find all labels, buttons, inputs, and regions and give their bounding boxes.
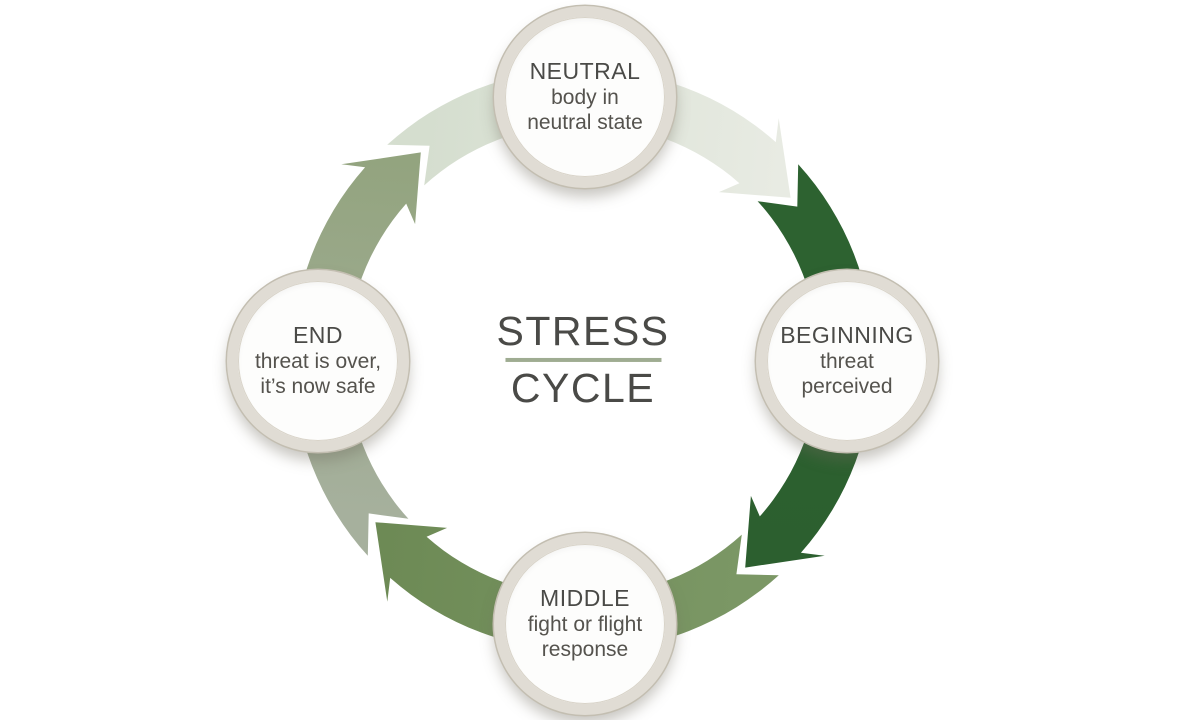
node-neutral: NEUTRAL body in neutral state: [494, 6, 676, 188]
node-subtitle-line: threat: [820, 350, 874, 374]
node-heading-end: END: [292, 322, 344, 349]
node-subtitle-beginning: threat perceived: [801, 350, 892, 400]
node-subtitle-line: response: [541, 638, 629, 662]
node-subtitle-neutral: body in neutral state: [527, 86, 643, 136]
node-heading-neutral: NEUTRAL: [529, 58, 641, 85]
node-subtitle-line: perceived: [801, 375, 893, 399]
node-end: END threat is over, it’s now safe: [227, 270, 409, 452]
diagram-title: STRESS CYCLE: [496, 307, 670, 411]
node-subtitle-line: it’s now safe: [260, 375, 376, 399]
node-subtitle-middle: fight or flight response: [528, 613, 642, 663]
node-heading-beginning: BEGINNING: [780, 322, 914, 349]
node-subtitle-line: neutral state: [527, 111, 643, 135]
arrow-segment-neutral-to-beginning: [387, 69, 791, 198]
node-beginning: BEGINNING threat perceived: [756, 270, 938, 452]
arrow-segment-middle-to-end: [375, 522, 779, 651]
title-divider: [504, 358, 661, 362]
title-word-stress: STRESS: [496, 307, 670, 354]
arrow-segment-beginning-to-middle: [745, 164, 874, 568]
node-subtitle-end: threat is over, it’s now safe: [255, 350, 381, 400]
node-middle: MIDDLE fight or flight response: [494, 533, 676, 715]
node-subtitle-line: body in: [551, 86, 619, 110]
node-subtitle-line: threat is over,: [254, 350, 382, 374]
node-heading-middle: MIDDLE: [540, 585, 630, 612]
node-subtitle-line: fight or flight: [527, 613, 643, 637]
arrow-segment-end-to-neutral: [292, 152, 421, 556]
title-word-cycle: CYCLE: [510, 365, 656, 411]
